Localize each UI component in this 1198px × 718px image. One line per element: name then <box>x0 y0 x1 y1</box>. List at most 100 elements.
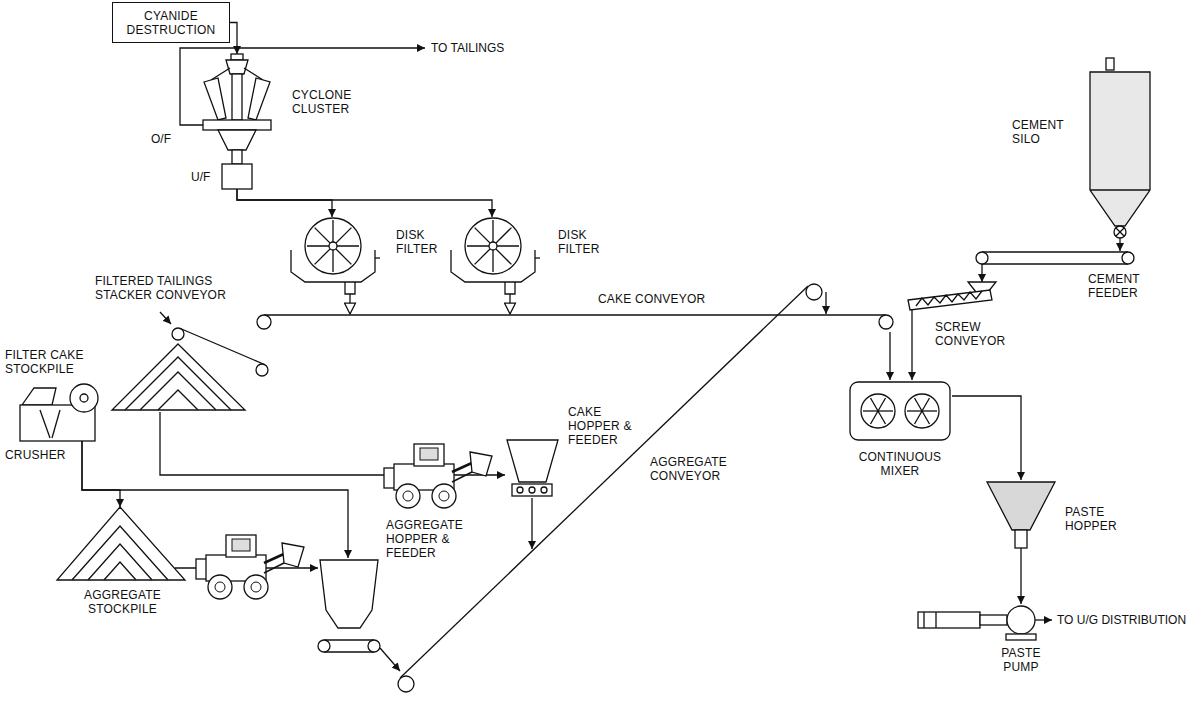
crusher <box>70 384 98 412</box>
crusher <box>52 410 60 438</box>
continuous-mixer <box>871 398 886 424</box>
stacker-conveyor <box>256 364 268 376</box>
screw-conveyor <box>908 282 996 310</box>
aggregate-conveyor <box>400 286 808 678</box>
equipment-label: CAKE HOPPER & FEEDER <box>568 405 643 447</box>
equipment-label: SCREW CONVEYOR <box>935 320 1015 348</box>
wheel-loader <box>384 444 492 508</box>
equipment-label: CEMENT SILO <box>1012 118 1082 146</box>
cyclone-cluster <box>248 78 270 120</box>
cake-conveyor <box>879 315 893 329</box>
disk-filter <box>489 242 497 250</box>
cake-hopper <box>529 487 535 493</box>
cement-feeder <box>982 263 1128 264</box>
filter-cake-pile <box>112 344 245 410</box>
filter-cake-pile <box>112 344 245 410</box>
aggregate-pile <box>104 562 136 580</box>
aggregate-conveyor <box>398 676 414 692</box>
paste-pump <box>1006 634 1036 640</box>
cake-hopper <box>517 487 523 493</box>
stacker-conveyor <box>160 312 171 324</box>
stream-label: U/F <box>190 170 211 184</box>
paste-hopper <box>987 482 1055 548</box>
flow-destination: TO TAILINGS <box>430 41 505 55</box>
equipment-label: AGGREGATE CONVEYOR <box>650 455 735 483</box>
disk-filter <box>451 218 540 294</box>
cyclone-cluster <box>232 74 242 120</box>
cyclone-cluster <box>218 130 256 150</box>
equipment-label: DISK FILTER <box>396 228 451 256</box>
cyclone-cluster <box>232 150 242 164</box>
cement-feeder <box>982 251 1128 252</box>
cyclone-cluster <box>211 68 230 80</box>
cake-conveyor <box>257 315 271 329</box>
cement-silo <box>1116 228 1124 236</box>
cement-feeder: CEMENT FEEDER <box>970 246 1140 268</box>
stacker-conveyor: FILTERED TAILINGS STACKER CONVEYOR <box>170 328 270 378</box>
continuous-mixer <box>850 382 950 440</box>
cement-silo <box>1106 58 1114 70</box>
flow-line <box>349 294 350 314</box>
aggregate-hopper <box>324 639 374 640</box>
screw-conveyor <box>908 290 992 310</box>
cement-silo <box>1090 58 1150 238</box>
continuous-mixer <box>915 398 930 424</box>
cyclone-cluster <box>226 60 248 74</box>
cake-hopper <box>507 440 558 482</box>
cement-silo <box>1114 226 1126 238</box>
disk-filter <box>465 218 521 274</box>
cyclone-cluster <box>244 68 263 80</box>
equipment-label: CYCLONE CLUSTER <box>292 88 372 116</box>
cyclone-cluster: CYCLONE CLUSTER <box>200 54 275 189</box>
stream-label: O/F <box>150 132 172 146</box>
aggregate-hopper <box>318 640 330 652</box>
aggregate-pile <box>88 544 152 580</box>
paste-pump <box>980 615 1007 625</box>
equipment-label: CYANIDE DESTRUCTION <box>121 9 221 37</box>
flow-line <box>1020 548 1021 604</box>
disk-filter: DISK FILTER <box>285 212 380 294</box>
screw-conveyor: SCREW CONVEYOR <box>905 278 1015 314</box>
cement-silo <box>1090 72 1150 226</box>
overflow-pipe <box>180 48 425 125</box>
cyclone-cluster <box>203 54 271 189</box>
paste-pump <box>935 612 936 628</box>
cement-feeder <box>976 252 1134 264</box>
stockpile: FILTER CAKE STOCKPILE <box>110 340 245 412</box>
cement-feeder <box>1122 252 1134 264</box>
screw-conveyor <box>916 291 982 306</box>
disk-filter <box>505 282 515 294</box>
aggregate-pile <box>57 507 185 580</box>
equipment-label: CEMENT FEEDER <box>1088 272 1153 300</box>
cake-conveyor <box>264 314 886 315</box>
disk-filter <box>315 228 352 265</box>
wheel-loader <box>196 535 304 599</box>
paste-pump <box>1035 619 1052 620</box>
equipment-label: FILTER CAKE STOCKPILE <box>5 348 100 376</box>
disk-filter <box>329 242 337 250</box>
aggregate-hopper <box>318 560 380 652</box>
stockpile: AGGREGATE STOCKPILE <box>55 505 190 581</box>
paste-hopper <box>1015 530 1027 548</box>
overflow-pipe <box>180 48 425 125</box>
cake-hopper <box>541 487 547 493</box>
flow-line <box>1119 238 1120 251</box>
disk-filter: DISK FILTER <box>445 212 540 294</box>
continuous-mixer <box>871 398 886 424</box>
aggregate-pile <box>72 526 168 580</box>
flow-line <box>531 498 532 549</box>
cement-feeder <box>976 252 988 264</box>
flow-line <box>380 648 400 671</box>
aggregate-hopper <box>368 640 380 652</box>
paste-pump <box>918 606 1052 640</box>
continuous-mixer <box>850 382 950 440</box>
disk-filter <box>291 218 380 294</box>
equipment-label: AGGREGATE HOPPER & FEEDER <box>386 518 476 560</box>
disk-filter <box>475 228 512 265</box>
belt-conveyor: CAKE CONVEYOR <box>255 312 895 332</box>
equipment-label: PASTE PUMP <box>990 646 1052 674</box>
stacker-conveyor <box>172 328 184 340</box>
continuous-mixer <box>905 394 939 428</box>
crusher <box>40 410 50 438</box>
